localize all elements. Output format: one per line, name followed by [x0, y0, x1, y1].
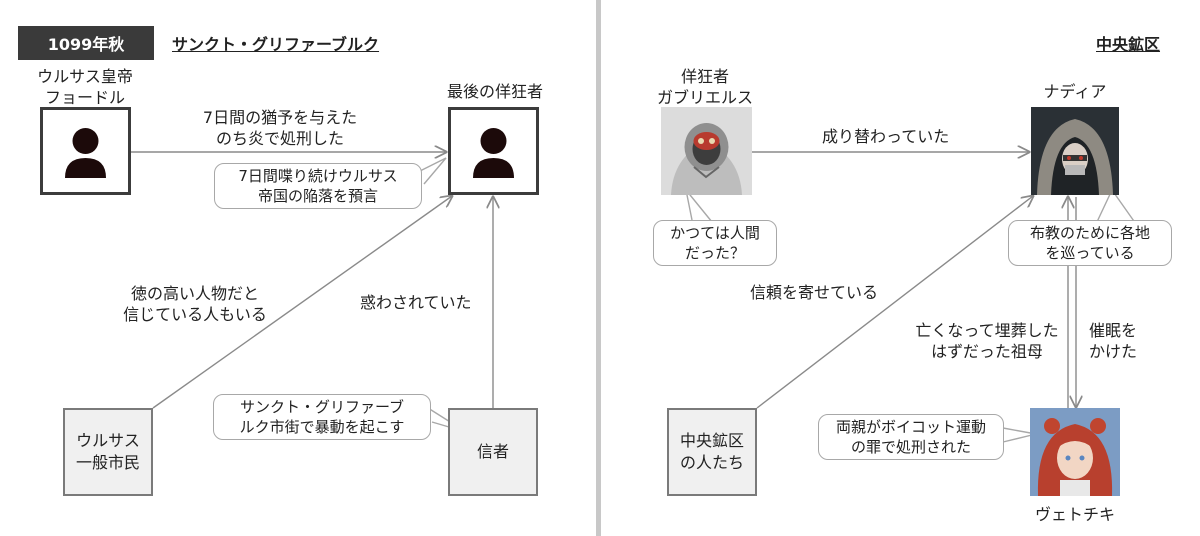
- edge-label-grandmother: 亡くなって埋葬した はずだった祖母: [915, 321, 1059, 361]
- period-label: 1099年秋: [18, 26, 154, 60]
- node-label-gabriel: 佯狂者 ガブリエルス: [656, 67, 753, 107]
- node-label-nadia: ナディア: [1043, 82, 1107, 101]
- edge-label-replaced: 成り替わっていた: [822, 127, 950, 146]
- bubble-tail-missionary: [1095, 188, 1137, 225]
- node-label-fyodor: ウルサス皇帝 フョードル: [37, 67, 133, 107]
- portrait-gabriel: [661, 107, 752, 195]
- portrait-nadia: [1031, 107, 1119, 195]
- node-fyodor: [40, 107, 131, 195]
- node-miners: 中央鉱区 の人たち: [667, 408, 757, 496]
- right-panel-title: 中央鉱区: [1096, 35, 1161, 54]
- masked-figure-image: [661, 107, 752, 195]
- edge-label-deceived: 惑わされていた: [360, 293, 472, 312]
- edge-label-trust: 信頼を寄せている: [750, 283, 879, 302]
- portrait-vetochki: [1030, 408, 1120, 496]
- edge-miners-nadia: [756, 196, 1033, 409]
- panel-divider: [596, 0, 601, 536]
- person-icon: [65, 128, 106, 178]
- edge-label-virtue: 徳の高い人物だと 信じている人もいる: [123, 284, 267, 324]
- bubble-riot: サンクト・グリファーブ ルク市街で暴動を起こす: [213, 394, 431, 440]
- node-citizens: ウルサス 一般市民: [63, 408, 153, 496]
- bubble-tail-prophecy: [417, 157, 447, 185]
- node-label-vetochki: ヴェトチキ: [1034, 505, 1115, 524]
- hooded-figure-image: [1031, 107, 1119, 195]
- edge-label-hypnosis: 催眠を かけた: [1088, 321, 1137, 361]
- node-believers: 信者: [448, 408, 538, 496]
- node-label-lastmad: 最後の佯狂者: [446, 82, 543, 101]
- edge-citizens-lastmad: [152, 196, 452, 409]
- bubble-prophecy: 7日間喋り続けウルサス 帝国の陥落を預言: [214, 163, 422, 209]
- bubble-parents: 両親がボイコット運動 の罪で処刑された: [818, 414, 1004, 460]
- bubble-human: かつては人間 だった？: [653, 220, 777, 266]
- edge-label-grace: 7日間の猶予を与えた のち炎で処刑した: [202, 108, 358, 148]
- bubble-missionary: 布教のために各地 を巡っている: [1008, 220, 1172, 266]
- left-panel-title: サンクト・グリファーブルク: [172, 35, 380, 54]
- node-lastmad: [448, 107, 539, 195]
- person-icon: [473, 128, 514, 178]
- red-haired-character-image: [1030, 408, 1120, 496]
